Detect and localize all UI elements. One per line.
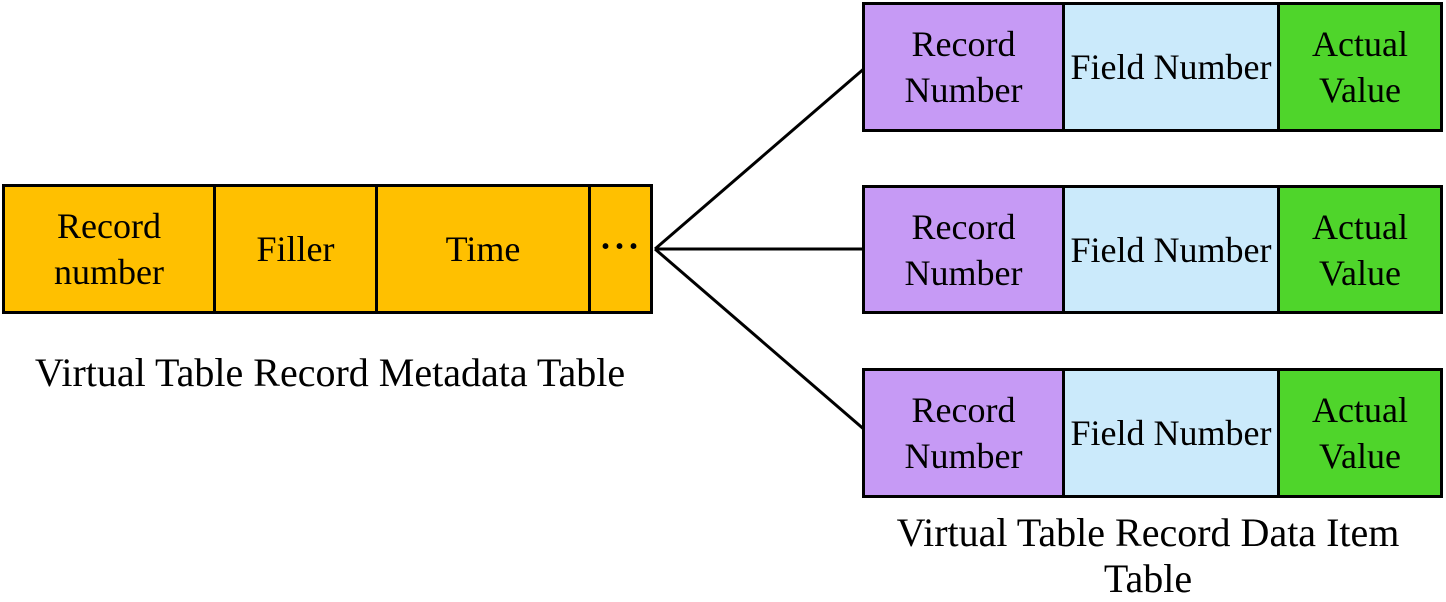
metadata-cell-time: Time [375, 187, 588, 311]
metadata-cell-ellipsis: ··· [588, 187, 650, 311]
data-item-cell-record-number: Record Number [865, 371, 1062, 495]
metadata-table: Record number Filler Time ··· [2, 184, 653, 314]
data-item-cell-field-number: Field Number [1062, 371, 1277, 495]
data-item-row-2: Record Number Field Number Actual Value [862, 185, 1443, 314]
metadata-cell-record-number: Record number [5, 187, 213, 311]
metadata-cell-filler: Filler [213, 187, 375, 311]
data-item-cell-actual-value: Actual Value [1277, 5, 1440, 129]
metadata-table-caption: Virtual Table Record Metadata Table [34, 350, 626, 395]
data-item-cell-actual-value: Actual Value [1277, 188, 1440, 311]
data-item-cell-field-number: Field Number [1062, 188, 1277, 311]
connector-line-bottom [654, 247, 867, 433]
data-item-cell-field-number: Field Number [1062, 5, 1277, 129]
data-item-cell-record-number: Record Number [865, 188, 1062, 311]
data-item-cell-record-number: Record Number [865, 5, 1062, 129]
data-item-cell-actual-value: Actual Value [1277, 371, 1440, 495]
data-item-row-1: Record Number Field Number Actual Value [862, 2, 1443, 132]
data-item-table-caption: Virtual Table Record Data Item Table [896, 510, 1400, 601]
data-item-row-3: Record Number Field Number Actual Value [862, 368, 1443, 498]
connector-line-top [654, 65, 867, 251]
